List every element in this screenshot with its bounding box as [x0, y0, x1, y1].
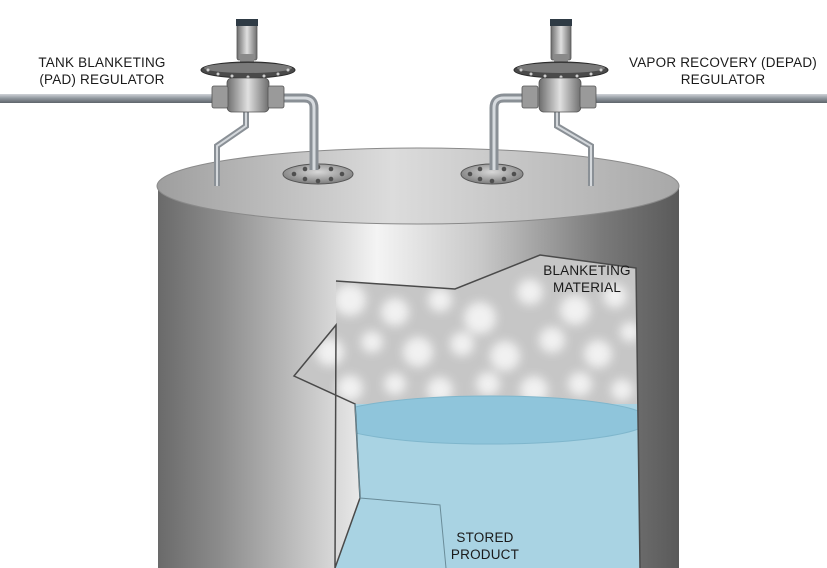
blanketing-material-label-line2: MATERIAL [552, 280, 622, 295]
outlet-pipe-right [594, 94, 827, 103]
stored-product-label-line1: STORED [456, 530, 514, 545]
pad-regulator-label: TANK BLANKETING (PAD) REGULATOR [22, 54, 182, 88]
liquid-outline [354, 403, 447, 568]
stored-product-label: STORED PRODUCT [440, 529, 530, 563]
roof-nozzle-left [282, 163, 354, 185]
depad-regulator [513, 19, 609, 113]
stored-product-label-line2: PRODUCT [450, 547, 520, 562]
inlet-pipe-left [0, 94, 218, 103]
depad-regulator-label-line2: REGULATOR [680, 72, 766, 87]
pad-regulator [200, 19, 296, 113]
blanketing-material-label-line1: BLANKETING [543, 263, 631, 278]
roof-nozzle-right [460, 163, 524, 185]
cutaway-edge [292, 254, 641, 568]
pad-regulator-label-line2: (PAD) REGULATOR [39, 72, 165, 87]
blanketing-material-label: BLANKETING MATERIAL [532, 262, 642, 296]
depad-regulator-label-line1: VAPOR RECOVERY (DEPAD) [629, 55, 817, 70]
tank-roof [156, 147, 680, 225]
liquid-surface [329, 395, 640, 445]
pad-regulator-label-line1: TANK BLANKETING [38, 55, 166, 70]
depad-regulator-label: VAPOR RECOVERY (DEPAD) REGULATOR [618, 54, 827, 88]
